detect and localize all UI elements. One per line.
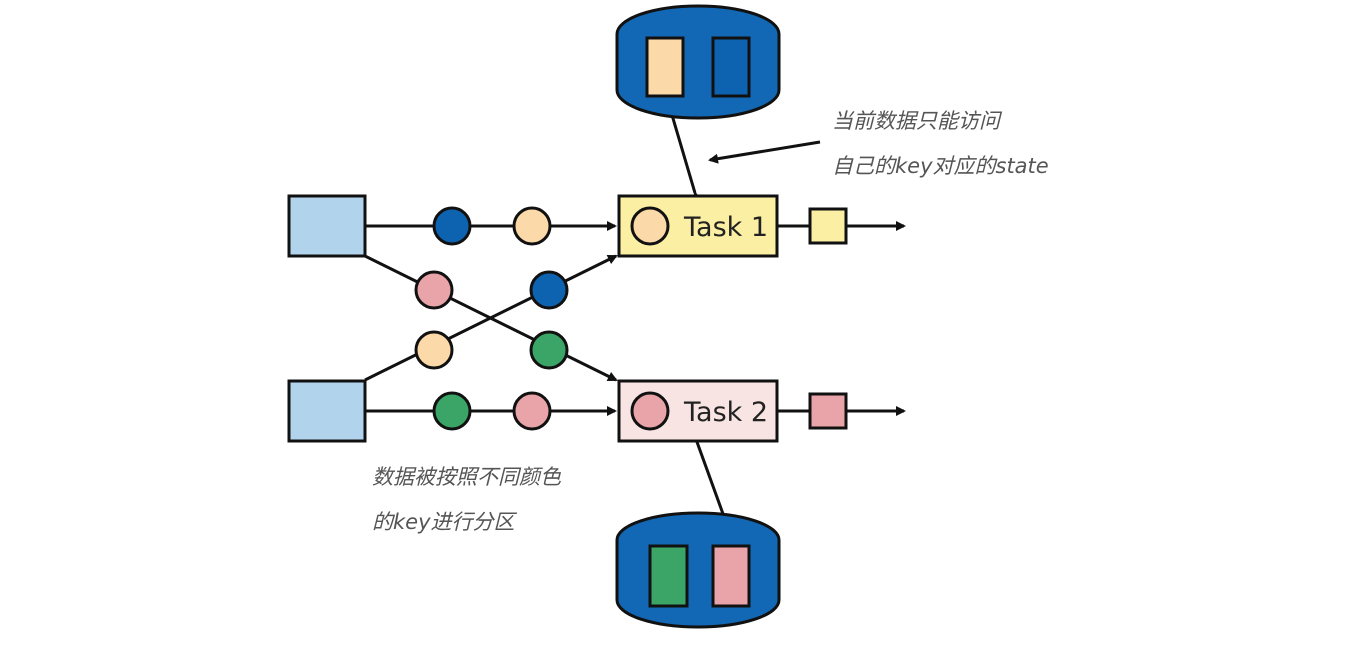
state-store-task-2-body xyxy=(615,511,781,629)
task-2-label: Task 2 xyxy=(683,397,768,428)
edge-source2-task1 xyxy=(364,254,618,382)
record-blue xyxy=(529,270,569,310)
state-store-task-2 xyxy=(615,511,781,629)
state-entry-peach xyxy=(645,36,685,98)
source-operator-1 xyxy=(287,194,367,258)
keyed-records xyxy=(414,206,569,431)
record-pink xyxy=(414,270,454,310)
state-entry-blue xyxy=(711,36,751,98)
record-green xyxy=(432,391,472,431)
annotation-partition-line-2: 的key进行分区 xyxy=(372,510,518,534)
source-operator-2 xyxy=(287,379,367,443)
annotation-state-access-line-2: 自己的key对应的state xyxy=(832,154,1049,178)
record-pink xyxy=(512,391,552,431)
record-blue xyxy=(432,206,472,246)
task-1-label: Task 1 xyxy=(683,212,768,243)
annotation-partition-line-1: 数据被按照不同颜色 xyxy=(372,465,562,489)
record-peach xyxy=(512,206,552,246)
state-entry-pink xyxy=(711,544,751,608)
state-store-task-1-body xyxy=(615,4,781,120)
task-2-key-indicator xyxy=(630,391,670,431)
task-2-output-record xyxy=(808,392,848,430)
annotation-pointer-arrow xyxy=(708,140,821,164)
task-1: Task 1 xyxy=(617,194,779,258)
record-green xyxy=(529,330,569,370)
record-peach xyxy=(414,330,454,370)
task-1-key-indicator xyxy=(630,206,670,246)
state-store-task-1 xyxy=(615,4,781,120)
task-2: Task 2 xyxy=(617,379,779,443)
annotation-state-access-line-1: 当前数据只能访问 xyxy=(832,109,1003,133)
task-1-output-record xyxy=(808,207,848,245)
state-entry-green xyxy=(648,544,689,608)
